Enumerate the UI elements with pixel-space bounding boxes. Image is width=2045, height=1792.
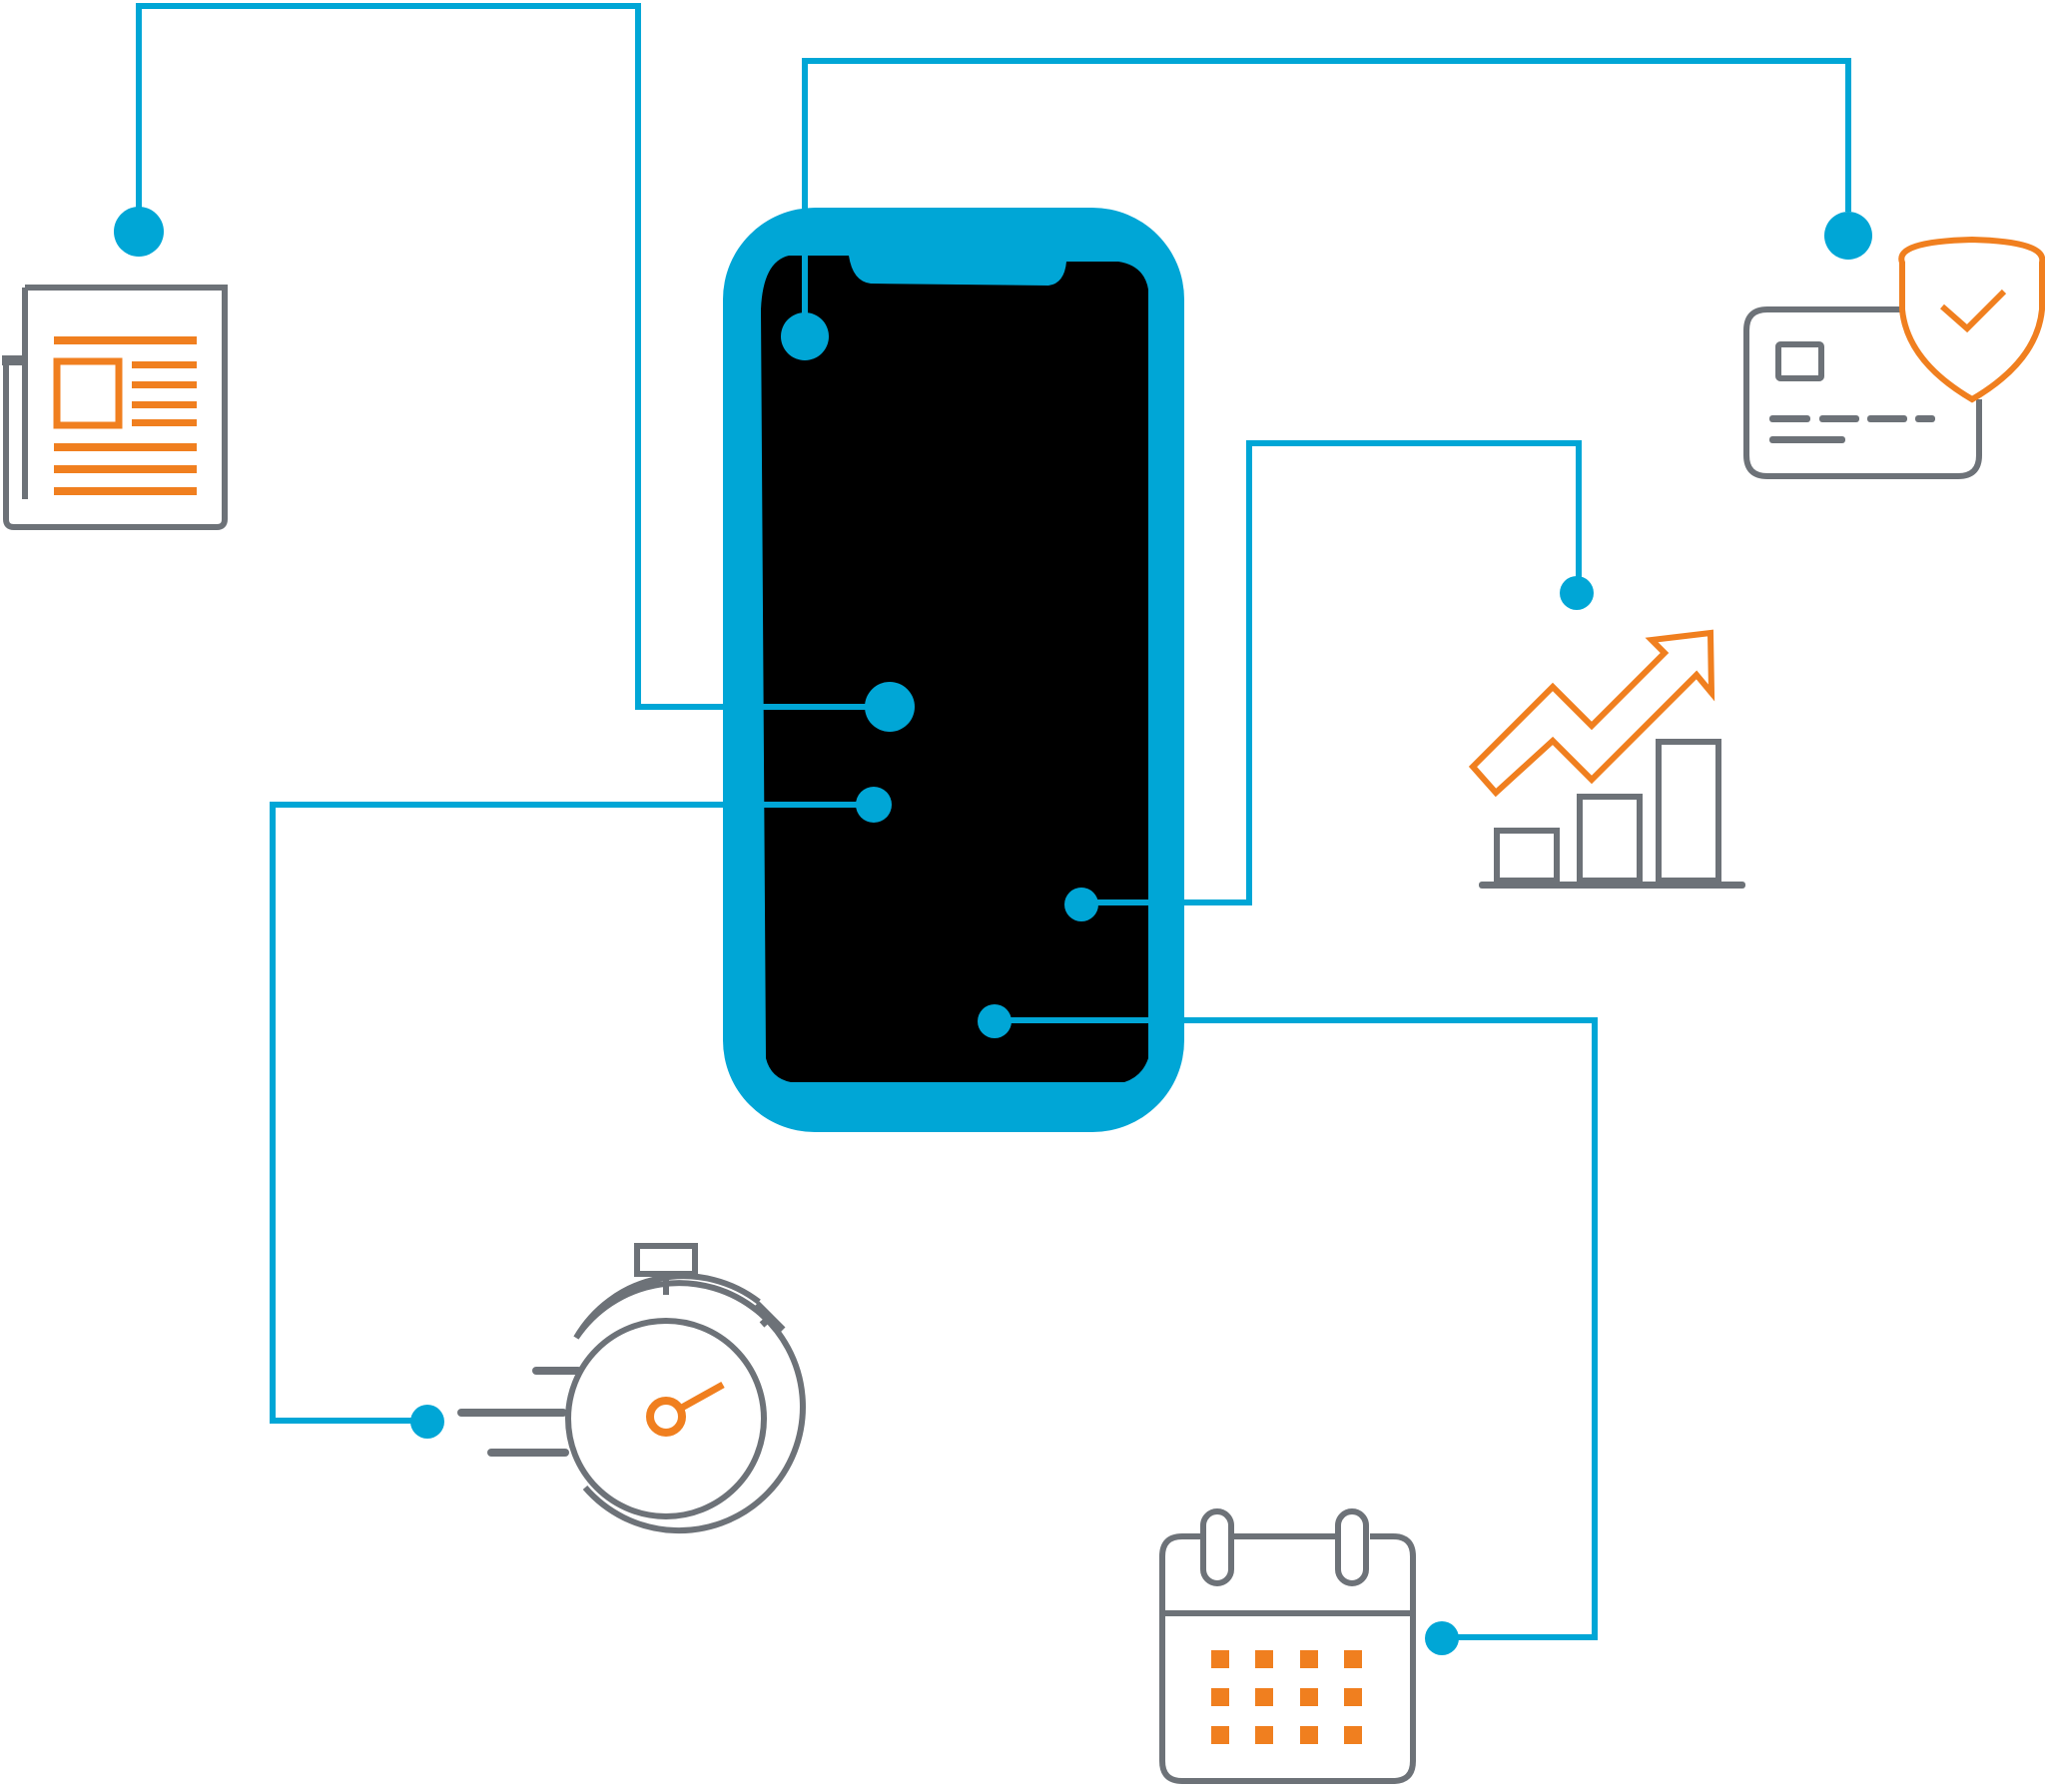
newspaper-icon	[2, 285, 228, 530]
connector-stopwatch	[270, 802, 726, 1424]
connector-chart	[1161, 440, 1582, 905]
phone-inner-dots	[781, 312, 1098, 1038]
calendar-icon	[1159, 1508, 1416, 1784]
dot-phone-large	[865, 682, 915, 732]
dot-chart	[1560, 576, 1594, 610]
dot-phone-top	[781, 312, 829, 360]
dot-phone-right	[1064, 888, 1098, 921]
phone-screen	[761, 256, 1148, 1082]
growth-chart-icon	[1468, 629, 1745, 889]
dot-calendar	[1425, 1621, 1459, 1655]
dot-newspaper	[114, 207, 164, 257]
growth-arrow	[1468, 629, 1715, 798]
calendar-day-grid	[1211, 1650, 1362, 1744]
dot-phone-mid	[856, 787, 892, 823]
connector-newspaper	[136, 3, 726, 710]
dot-phone-bottom	[978, 1004, 1012, 1038]
dot-stopwatch	[410, 1405, 444, 1439]
connector-card	[802, 58, 1851, 334]
smartphone	[723, 208, 1184, 1132]
secure-payment-card-icon	[1743, 236, 2045, 479]
connector-calendar	[1161, 1017, 1598, 1640]
stopwatch-icon	[457, 1243, 806, 1534]
connector-lines	[136, 3, 1851, 1640]
endpoint-dots	[114, 207, 1872, 1655]
dot-card	[1824, 212, 1872, 260]
